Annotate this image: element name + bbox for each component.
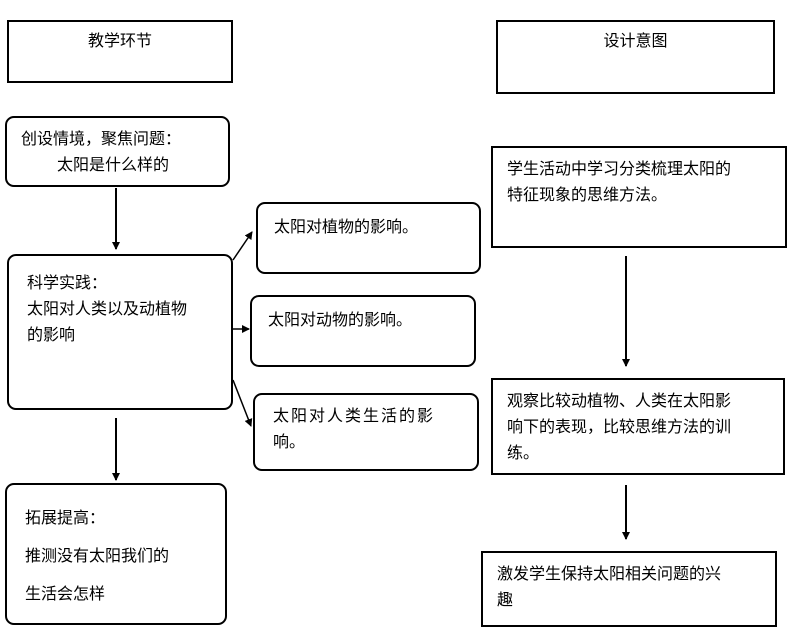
branch-human-line2: 响。: [273, 432, 306, 451]
header-teaching-steps-label: 教学环节: [87, 31, 152, 50]
intent-interest: 激发学生保持太阳相关问题的兴 趣: [481, 551, 777, 627]
intent-comparison: 观察比较动植物、人类在太阳影 响下的表现，比较思维方法的训 练。: [491, 378, 785, 475]
intent-interest-line2: 趣: [497, 590, 514, 609]
header-teaching-steps: 教学环节: [7, 20, 233, 83]
intent-interest-line1: 激发学生保持太阳相关问题的兴: [497, 564, 722, 583]
branch-plants-label: 太阳对植物的影响。: [274, 217, 419, 236]
branch-animals: 太阳对动物的影响。: [250, 295, 476, 367]
intent-classification-line2: 特征现象的思维方法。: [507, 185, 668, 204]
step-extension-title: 拓展提高：: [25, 508, 106, 527]
step-create-context: 创设情境，聚焦问题： 太阳是什么样的: [5, 116, 230, 187]
step-extension: 拓展提高： 推测没有太阳我们的 生活会怎样: [5, 483, 227, 625]
arrow-to-human: [232, 379, 253, 427]
intent-classification: 学生活动中学习分类梳理太阳的 特征现象的思维方法。: [491, 146, 787, 248]
intent-comparison-line1: 观察比较动植物、人类在太阳影: [507, 391, 732, 410]
intent-comparison-line3: 练。: [507, 443, 540, 462]
step-create-context-question: 太阳是什么样的: [57, 155, 170, 174]
arrow-to-plants: [232, 231, 253, 261]
step-science-practice: 科学实践： 太阳对人类以及动植物 的影响: [7, 254, 233, 410]
step-extension-line3: 生活会怎样: [25, 584, 106, 603]
step-science-practice-line3: 的影响: [27, 325, 76, 344]
step-create-context-title: 创设情境，聚焦问题：: [21, 129, 182, 148]
step-science-practice-title: 科学实践：: [27, 273, 108, 292]
intent-classification-line1: 学生活动中学习分类梳理太阳的: [507, 159, 732, 178]
header-design-intent-label: 设计意图: [603, 31, 668, 50]
header-design-intent: 设计意图: [496, 20, 775, 94]
branch-animals-label: 太阳对动物的影响。: [268, 310, 413, 329]
branch-human: 太阳对人类生活的影 响。: [253, 393, 479, 471]
step-extension-line2: 推测没有太阳我们的: [25, 546, 170, 565]
branch-plants: 太阳对植物的影响。: [256, 202, 481, 274]
branch-human-line1: 太阳对人类生活的影: [273, 406, 436, 425]
step-science-practice-line2: 太阳对人类以及动植物: [27, 299, 188, 318]
intent-comparison-line2: 响下的表现，比较思维方法的训: [507, 417, 732, 436]
